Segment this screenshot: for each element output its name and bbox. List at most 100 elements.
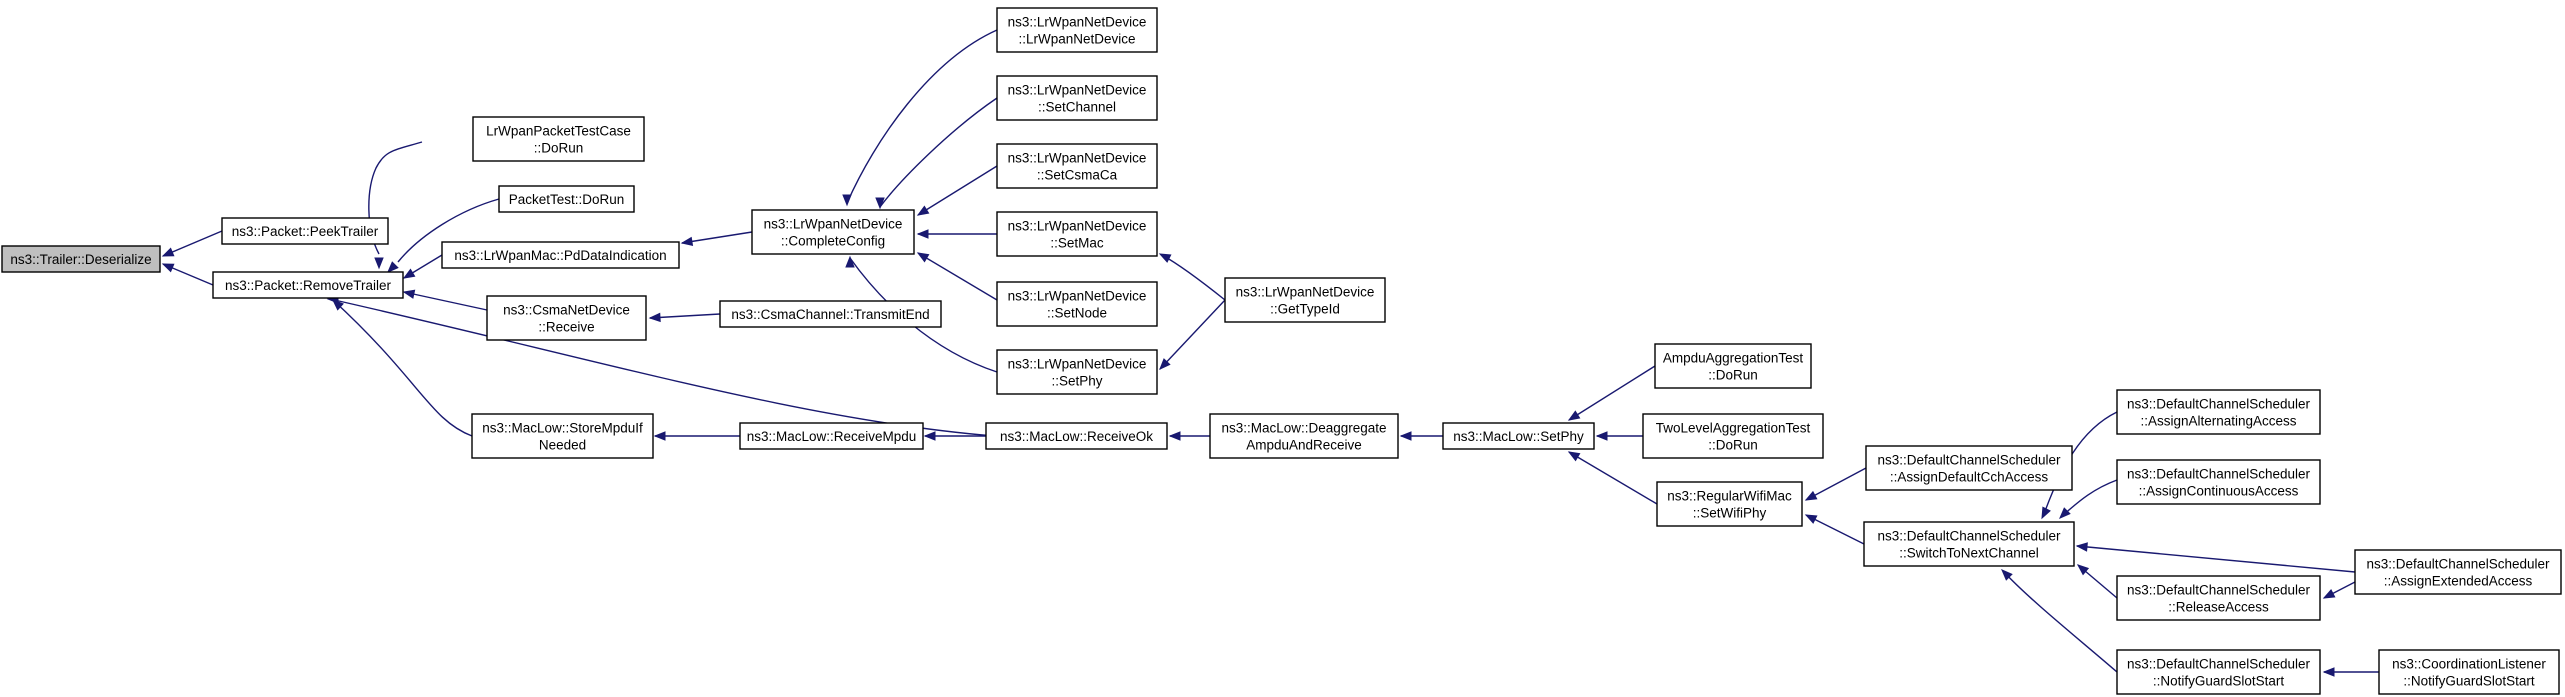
node-lrwpannetdevice-gettypeid[interactable]: ns3::LrWpanNetDevice::GetTypeId (1224, 277, 1386, 323)
arrowhead-icon (1399, 431, 1412, 441)
node-label: ::DoRun (1708, 368, 1758, 383)
nodes: ns3::Trailer::Deserialize ns3::Packet::Pe… (1, 7, 2562, 695)
node-trailer-deserialize[interactable]: ns3::Trailer::Deserialize (1, 245, 161, 273)
node-packettest-dorun[interactable]: PacketTest::DoRun (498, 185, 635, 213)
edge-line (879, 97, 998, 208)
call-edge (916, 165, 998, 216)
node-label: ::AssignDefaultCchAccess (1890, 470, 2049, 485)
arrowhead-icon (1567, 410, 1581, 421)
node-label: ::SetPhy (1051, 374, 1102, 389)
node-label: ns3::LrWpanNetDevice (1008, 83, 1147, 98)
call-edge (1595, 431, 1643, 441)
arrowhead-icon (923, 431, 936, 441)
node-label: ns3::LrWpanNetDevice (1008, 219, 1147, 234)
node-box (1654, 343, 1812, 389)
node-maclow-receivempdu[interactable]: ns3::MacLow::ReceiveMpdu (739, 422, 924, 450)
node-lrwpanpackettestcase-dorun[interactable]: LrWpanPacketTestCase::DoRun (472, 116, 645, 162)
node-box (486, 295, 647, 341)
node-box (2378, 649, 2560, 695)
edge-line (1159, 299, 1226, 370)
node-box (996, 143, 1158, 189)
node-label: ns3::MacLow::ReceiveOk (1000, 429, 1153, 444)
arrowhead-icon (648, 312, 661, 323)
node-dcs-switchtonextchannel[interactable]: ns3::DefaultChannelScheduler::SwitchToNe… (1863, 521, 2075, 567)
arrowhead-icon (161, 263, 175, 273)
node-packet-peektrailer[interactable]: ns3::Packet::PeekTrailer (221, 217, 389, 245)
node-label: ns3::MacLow::ReceiveMpdu (747, 429, 917, 444)
edge-line (846, 29, 998, 204)
node-label: ::NotifyGuardSlotStart (2403, 674, 2535, 689)
node-twolevelaggregationtest-dorun[interactable]: TwoLevelAggregationTest::DoRun (1642, 413, 1824, 459)
edge-line (332, 299, 473, 437)
call-edge (2076, 564, 2118, 599)
node-csmanetdevice-receive[interactable]: ns3::CsmaNetDevice::Receive (486, 295, 647, 341)
call-edge (680, 231, 753, 247)
arrowhead-icon (1567, 451, 1581, 462)
arrowhead-icon (374, 257, 384, 270)
node-maclow-setphy[interactable]: ns3::MacLow::SetPhy (1442, 422, 1595, 450)
node-lrwpannetdevice-setmac[interactable]: ns3::LrWpanNetDevice::SetMac (996, 211, 1158, 257)
call-edge (916, 252, 998, 301)
node-label: ns3::DefaultChannelScheduler (1877, 453, 2061, 468)
node-lrwpannetdevice-setnode[interactable]: ns3::LrWpanNetDevice::SetNode (996, 281, 1158, 327)
call-edge (161, 263, 214, 286)
call-edge (332, 299, 473, 437)
node-box (719, 300, 942, 328)
node-lrwpannetdevice-completeconfig[interactable]: ns3::LrWpanNetDevice::CompleteConfig (751, 209, 915, 255)
node-lrwpannetdevice-ctor[interactable]: ns3::LrWpanNetDevice::LrWpanNetDevice (996, 7, 1158, 53)
node-label: ns3::DefaultChannelScheduler (2127, 657, 2311, 672)
arrowhead-icon (916, 229, 929, 239)
node-lrwpannetdevice-setcsmaca[interactable]: ns3::LrWpanNetDevice::SetCsmaCa (996, 143, 1158, 189)
node-label: ::GetTypeId (1270, 302, 1340, 317)
call-edge (2322, 581, 2356, 599)
node-box (996, 349, 1158, 395)
arrowhead-icon (2041, 506, 2051, 520)
arrowhead-icon (402, 289, 416, 299)
node-label: ::SetWifiPhy (1693, 506, 1767, 521)
node-label: ns3::CoordinationListener (2392, 657, 2546, 672)
node-dcs-assignextendedaccess[interactable]: ns3::DefaultChannelScheduler::AssignExte… (2354, 549, 2562, 595)
node-box (1224, 277, 1386, 323)
node-lrwpannetdevice-setchannel[interactable]: ns3::LrWpanNetDevice::SetChannel (996, 75, 1158, 121)
arrowhead-icon (1168, 431, 1181, 441)
node-maclow-receiveok[interactable]: ns3::MacLow::ReceiveOk (985, 422, 1168, 450)
node-label: ::SwitchToNextChannel (1899, 546, 2039, 561)
node-label: ::DoRun (1708, 438, 1758, 453)
node-box (996, 7, 1158, 53)
node-label: ::AssignExtendedAccess (2384, 574, 2533, 589)
call-edge (368, 141, 423, 270)
edge-line (162, 230, 223, 257)
node-coordinationlistener-notifyguardslotstart[interactable]: ns3::CoordinationListener::NotifyGuardSl… (2378, 649, 2560, 695)
node-label: ns3::DefaultChannelScheduler (2127, 467, 2311, 482)
call-edge (1567, 451, 1658, 505)
node-ampduaggregationtest-dorun[interactable]: AmpduAggregationTest::DoRun (1654, 343, 1812, 389)
arrowhead-icon (680, 236, 694, 247)
node-csmachannel-transmitend[interactable]: ns3::CsmaChannel::TransmitEnd (719, 300, 942, 328)
arrowhead-icon (1595, 431, 1608, 441)
node-label: ns3::DefaultChannelScheduler (1877, 529, 2061, 544)
node-label: ns3::CsmaNetDevice (503, 303, 630, 318)
node-lrwpanmac-pddataindication[interactable]: ns3::LrWpanMac::PdDataIndication (441, 241, 680, 269)
node-box (2354, 549, 2562, 595)
node-dcs-assigncontinuousaccess[interactable]: ns3::DefaultChannelScheduler::AssignCont… (2116, 459, 2321, 505)
node-label: ns3::LrWpanNetDevice (1008, 15, 1147, 30)
node-label: ::AssignContinuousAccess (2139, 484, 2299, 499)
node-label: ns3::LrWpanMac::PdDataIndication (454, 248, 666, 263)
node-label: LrWpanPacketTestCase (486, 124, 631, 139)
node-label: ::NotifyGuardSlotStart (2153, 674, 2285, 689)
node-label: AmpduAggregationTest (1663, 351, 1804, 366)
node-dcs-releaseaccess[interactable]: ns3::DefaultChannelScheduler::ReleaseAcc… (2116, 575, 2321, 621)
node-label: ::SetNode (1047, 306, 1107, 321)
node-regularwifimac-setwifiphy[interactable]: ns3::RegularWifiMac::SetWifiPhy (1656, 481, 1803, 527)
node-dcs-assigndefaultcchaccess[interactable]: ns3::DefaultChannelScheduler::AssignDefa… (1865, 445, 2073, 491)
arrowhead-icon (2075, 542, 2088, 552)
node-packet-removetrailer[interactable]: ns3::Packet::RemoveTrailer (212, 271, 404, 299)
node-box (996, 281, 1158, 327)
arrowhead-icon (1804, 490, 1818, 501)
arrowhead-icon (845, 255, 855, 268)
node-lrwpannetdevice-setphy[interactable]: ns3::LrWpanNetDevice::SetPhy (996, 349, 1158, 395)
node-dcs-notifyguardslotstart[interactable]: ns3::DefaultChannelScheduler::NotifyGuar… (2116, 649, 2321, 695)
node-dcs-assignalternatingaccess[interactable]: ns3::DefaultChannelScheduler::AssignAlte… (2116, 389, 2321, 435)
